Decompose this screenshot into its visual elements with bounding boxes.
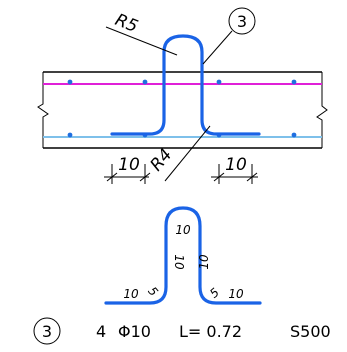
leader-line bbox=[202, 30, 233, 65]
schedule-mark-circle bbox=[33, 317, 61, 345]
dimension-right: 10 bbox=[211, 155, 258, 184]
schedule-steel-grade: S500 bbox=[290, 322, 331, 341]
schedule-diameter: Φ10 bbox=[118, 322, 151, 341]
bar-mark-bubble-section: 3 bbox=[202, 7, 256, 65]
shape-leg-right: 10 bbox=[197, 254, 211, 270]
leader-line bbox=[164, 125, 211, 182]
schedule-length: L= 0.72 bbox=[179, 322, 242, 341]
tick-mark bbox=[213, 172, 225, 182]
rebar-dots bbox=[67, 79, 297, 138]
slab-section bbox=[37, 34, 328, 149]
hairpin-bar-section bbox=[110, 34, 261, 136]
shape-leg-left: 10 bbox=[172, 254, 186, 270]
break-line-left bbox=[37, 72, 49, 148]
schedule-count: 4 bbox=[96, 322, 106, 341]
hairpin-bar-shape bbox=[104, 206, 262, 305]
mark-circle bbox=[228, 7, 256, 35]
rebar-dot bbox=[67, 132, 73, 138]
tick-mark bbox=[106, 172, 118, 182]
schedule-mark: 3 bbox=[42, 322, 52, 341]
dimension-left-value: 10 bbox=[118, 155, 140, 175]
dimension-left: 10 bbox=[104, 155, 151, 184]
tick-mark bbox=[246, 172, 258, 182]
mark-number: 3 bbox=[237, 12, 247, 31]
shape-top-length: 10 bbox=[175, 223, 191, 237]
rebar-dot bbox=[67, 79, 73, 85]
radius-bottom-label: R4 bbox=[147, 145, 177, 175]
radius-top-label: R5 bbox=[112, 10, 140, 37]
tick-mark bbox=[139, 172, 151, 182]
shape-foot-right: 10 bbox=[228, 287, 244, 301]
bar-shape-diagram: 10 10 10 5 5 10 10 bbox=[104, 206, 262, 305]
radius-top-callout: R5 bbox=[105, 10, 178, 56]
bar-schedule: 3 4 Φ10 L= 0.72 S500 bbox=[33, 317, 331, 345]
rebar-dot bbox=[142, 79, 148, 85]
shape-angle-right: 5 bbox=[207, 285, 222, 301]
leader-line bbox=[105, 26, 178, 56]
shape-foot-left: 10 bbox=[123, 287, 139, 301]
rebar-dot bbox=[291, 132, 297, 138]
rebar-dot bbox=[216, 79, 222, 85]
dimension-right-value: 10 bbox=[225, 155, 247, 175]
shape-angle-left: 5 bbox=[145, 284, 161, 299]
break-line-right bbox=[316, 72, 328, 148]
rebar-dot bbox=[291, 79, 297, 85]
